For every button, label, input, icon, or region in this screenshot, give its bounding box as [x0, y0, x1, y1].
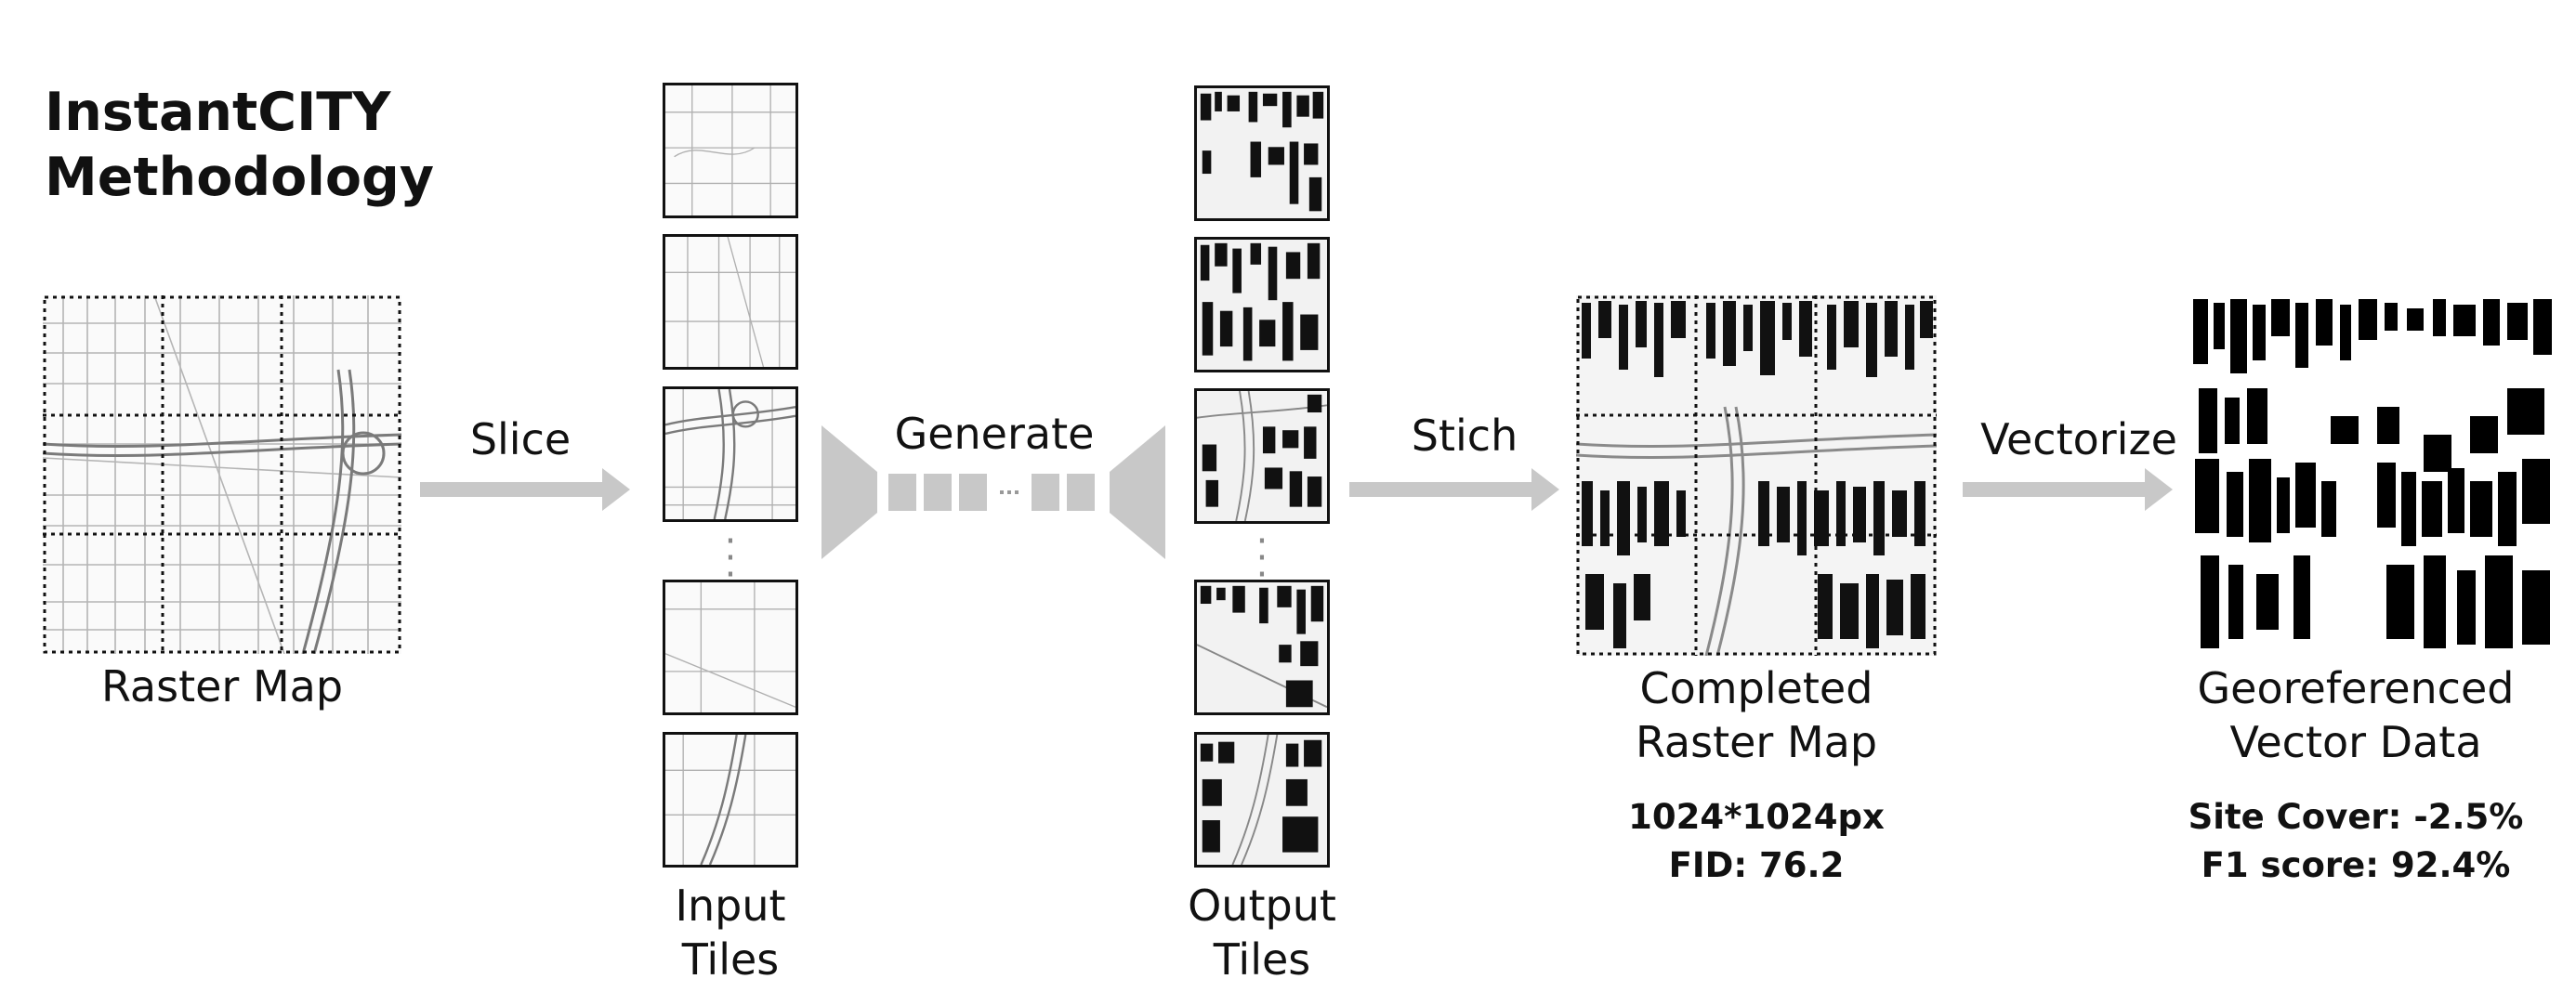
raster-map-caption: Raster Map — [100, 661, 344, 711]
output-tile — [1194, 85, 1330, 221]
output-tile — [1194, 388, 1330, 524]
raster-map-image — [43, 295, 401, 654]
output-tiles-ellipsis: ··· — [1255, 520, 1268, 596]
stich-label: Stich — [1411, 411, 1518, 461]
input-tile — [663, 83, 798, 218]
output-tile — [1194, 237, 1330, 372]
input-tile — [663, 580, 798, 715]
completed-raster-map-caption: Completed Raster Map — [1635, 663, 1878, 767]
output-tile — [1194, 732, 1330, 868]
input-tile — [663, 234, 798, 370]
output-tiles-caption: Output Tiles — [1188, 881, 1336, 985]
vector-data-caption: Georeferenced Vector Data — [2197, 663, 2515, 767]
vectorize-label: Vectorize — [1980, 414, 2177, 464]
stich-arrow — [1349, 466, 1559, 513]
diagram-title: InstantCITY Methodology — [45, 82, 434, 208]
input-tiles-ellipsis: ··· — [724, 520, 737, 596]
slice-arrow — [420, 466, 630, 513]
output-tile — [1194, 580, 1330, 715]
generator-network-icon — [821, 425, 1165, 559]
input-tile — [663, 386, 798, 522]
generate-label: Generate — [894, 409, 1095, 459]
vector-data-metrics: Site Cover: -2.5% F1 score: 92.4% — [2188, 797, 2524, 885]
slice-label: Slice — [469, 414, 572, 464]
vector-data-image — [2191, 295, 2554, 656]
input-tile — [663, 732, 798, 868]
completed-raster-map-image — [1576, 295, 1937, 656]
input-tiles-caption: Input Tiles — [675, 881, 786, 985]
completed-raster-map-metrics: 1024*1024px FID: 76.2 — [1628, 797, 1885, 885]
vectorize-arrow — [1963, 466, 2173, 513]
